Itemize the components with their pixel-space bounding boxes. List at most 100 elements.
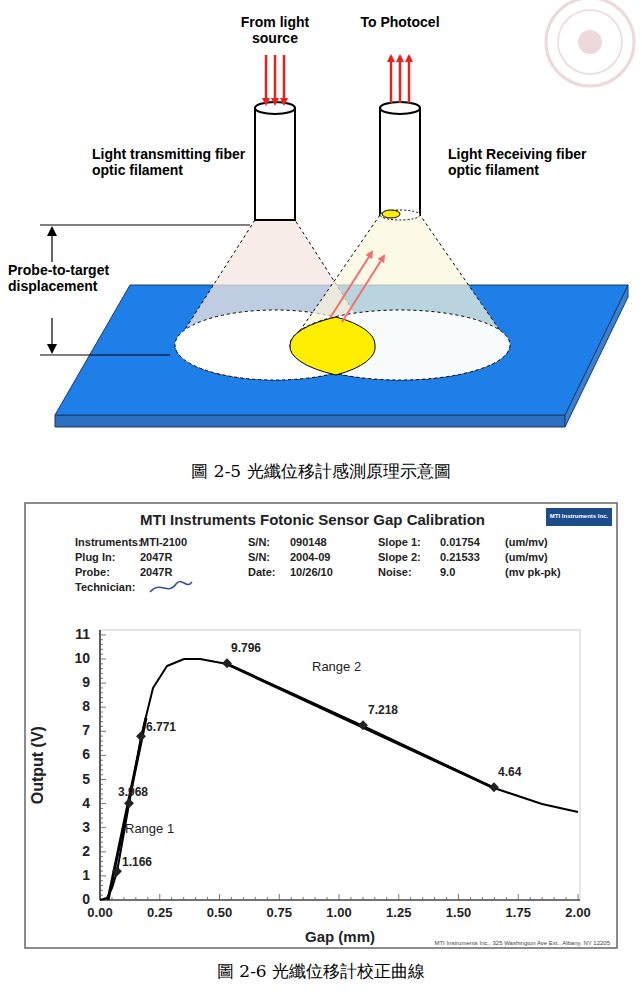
logo-text: MTI Instruments Inc. <box>550 513 608 520</box>
field-name: S/N: <box>248 551 270 564</box>
axis-tick <box>100 683 106 684</box>
tick-label: 1.00 <box>326 906 351 921</box>
range-label: Range 1 <box>125 822 174 837</box>
axis-tick <box>458 894 459 900</box>
axis-tick <box>100 818 103 819</box>
field-name: Date: <box>248 566 276 579</box>
chart-title: MTI Instruments Fotonic Sensor Gap Calib… <box>140 511 485 528</box>
axis-tick <box>255 897 256 900</box>
axis-tick <box>482 897 483 900</box>
axis-tick <box>100 654 103 655</box>
axis-tick <box>518 894 519 900</box>
tick-label: 1 <box>82 867 90 883</box>
point-value: 6.771 <box>146 721 176 735</box>
axis-title: Output (V) <box>29 726 47 804</box>
axis-tick <box>231 897 232 900</box>
field-value: (mv pk-pk) <box>505 566 561 579</box>
axis-title: Gap (mm) <box>305 928 375 945</box>
axis-tick <box>100 721 103 722</box>
axis-tick <box>100 832 103 833</box>
axis-tick <box>243 897 244 900</box>
field-value: 2047R <box>140 551 172 564</box>
range-label: Range 2 <box>312 660 361 675</box>
axis-tick <box>566 897 567 900</box>
field-value: (um/mv) <box>505 536 548 549</box>
axis-tick <box>135 897 136 900</box>
axis-tick <box>303 897 304 900</box>
calibration-chart <box>25 503 617 948</box>
axis-tick <box>100 707 106 708</box>
axis-tick <box>100 846 103 847</box>
field-value: 10/26/10 <box>290 566 333 579</box>
axis-tick <box>100 856 103 857</box>
axis-tick <box>100 712 103 713</box>
tick-label: 8 <box>82 698 90 714</box>
tick-label: 9 <box>82 674 90 690</box>
axis-tick <box>362 897 363 900</box>
axis-tick <box>422 897 423 900</box>
field-name: S/N: <box>248 536 270 549</box>
axis-tick <box>100 866 103 867</box>
axis-tick <box>100 716 103 717</box>
axis-tick <box>219 894 220 900</box>
tick-label: 11 <box>75 626 90 642</box>
axis-tick <box>100 880 103 881</box>
axis-tick <box>339 894 340 900</box>
axis-tick <box>410 897 411 900</box>
axis-tick <box>506 897 507 900</box>
tick-label: 0.50 <box>207 906 232 921</box>
axis-tick <box>315 897 316 900</box>
axis-tick <box>100 663 103 664</box>
axis-tick <box>374 897 375 900</box>
axis-tick <box>100 803 106 804</box>
axis-tick <box>100 822 103 823</box>
axis-tick <box>494 897 495 900</box>
axis-tick <box>195 897 196 900</box>
field-name: Slope 1: <box>378 536 421 549</box>
tick-label: 1.25 <box>386 906 411 921</box>
axis-tick <box>159 894 160 900</box>
point-value: 7.218 <box>368 704 398 718</box>
light-cones <box>175 215 510 380</box>
axis-tick <box>100 687 103 688</box>
field-name: Instruments: <box>75 536 142 549</box>
tick-label: 5 <box>82 771 90 787</box>
axis-tick <box>100 779 106 780</box>
axis-tick <box>100 740 103 741</box>
axis-tick <box>100 678 103 679</box>
axis-tick <box>100 668 103 669</box>
axis-tick <box>100 861 103 862</box>
axis-tick <box>100 774 103 775</box>
field-name: Probe: <box>75 566 110 579</box>
axis-tick <box>100 837 103 838</box>
axis-tick <box>386 897 387 900</box>
axis-tick <box>100 639 103 640</box>
axis-tick <box>100 808 103 809</box>
tick-label: 0.75 <box>267 906 292 921</box>
axis-tick <box>100 793 103 794</box>
axis-tick <box>100 644 103 645</box>
point-value: 1.166 <box>122 856 152 870</box>
axis-tick <box>398 894 399 900</box>
field-name: Noise: <box>378 566 412 579</box>
axis-tick <box>100 760 103 761</box>
axis-tick <box>100 726 103 727</box>
axis-tick <box>542 897 543 900</box>
figure-caption: 圖 2-5 光纖位移計感測原理示意圖 <box>191 462 450 482</box>
axis-tick <box>100 765 103 766</box>
field-name: Technician: <box>75 581 135 594</box>
axis-tick <box>123 897 124 900</box>
field-value: 090148 <box>290 536 327 549</box>
axis-tick <box>100 649 103 650</box>
axis-tick <box>183 897 184 900</box>
axis-tick <box>100 875 106 876</box>
axis-tick <box>100 842 103 843</box>
axis-tick <box>100 634 106 635</box>
axis-tick <box>554 897 555 900</box>
axis-tick <box>100 702 103 703</box>
tick-label: 0.00 <box>87 906 112 921</box>
light-arrows <box>266 55 409 104</box>
tick-label: 10 <box>74 650 90 666</box>
axis-tick <box>530 897 531 900</box>
axis-tick <box>350 897 351 900</box>
